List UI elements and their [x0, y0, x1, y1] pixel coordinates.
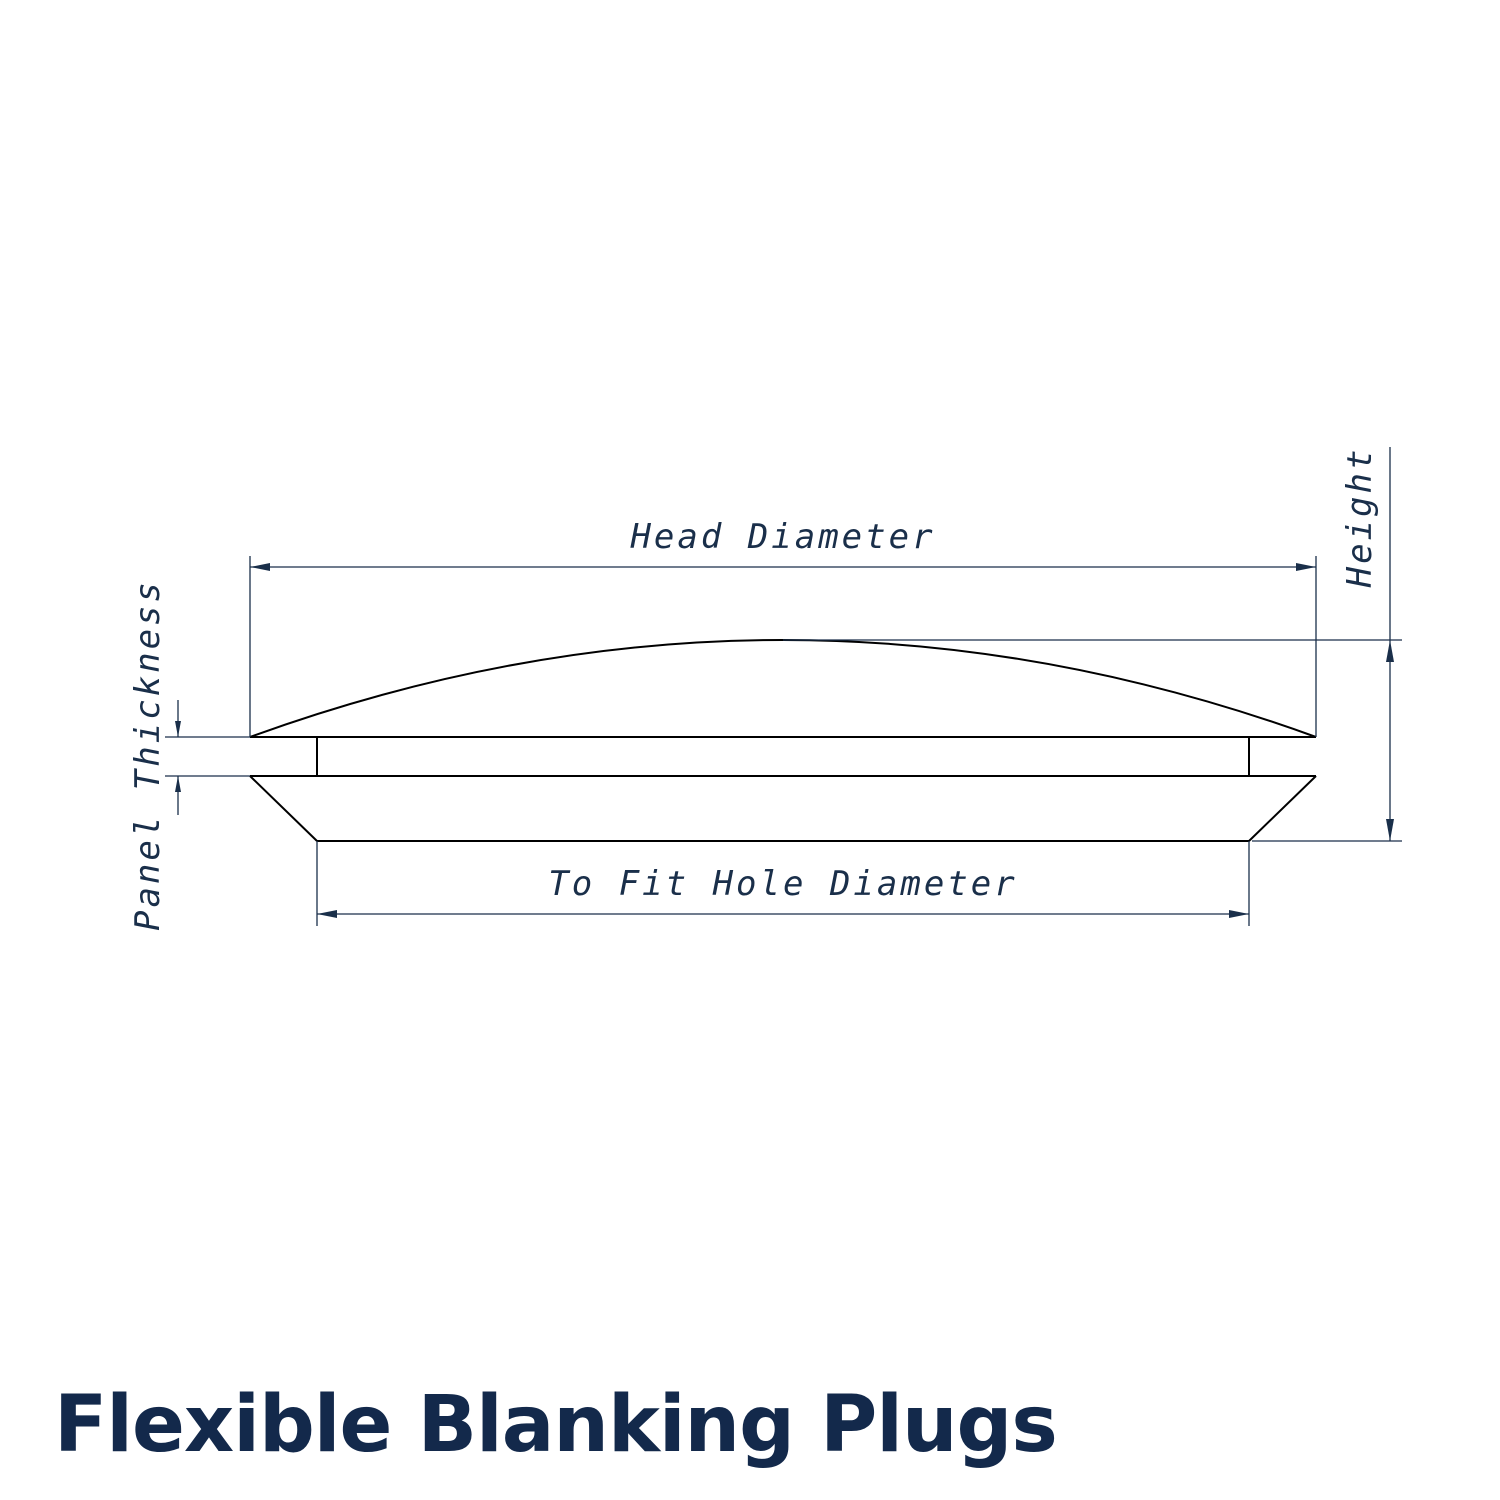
head-diameter-label: Head Diameter — [629, 517, 935, 557]
flange-left-taper — [249, 775, 318, 842]
flange-right-taper — [1248, 775, 1317, 842]
panel-thickness-label: Panel Thickness — [128, 579, 168, 931]
height-dimension: Height — [783, 447, 1402, 842]
panel-thickness-arrow-bottom — [175, 776, 181, 792]
height-arrow-top — [1386, 640, 1394, 662]
head-diameter-arrow-right — [1296, 563, 1316, 571]
page-title: Flexible Blanking Plugs — [54, 1380, 1058, 1470]
plug-outline — [249, 639, 1317, 842]
hole-diameter-arrow-right — [1229, 910, 1249, 918]
height-arrow-bottom — [1386, 819, 1394, 841]
head-diameter-dimension: Head Diameter — [249, 517, 1317, 737]
hole-diameter-arrow-left — [317, 910, 337, 918]
plug-dome-head — [249, 639, 1317, 738]
head-diameter-arrow-left — [250, 563, 270, 571]
panel-thickness-arrow-top — [175, 721, 181, 737]
panel-thickness-dimension: Panel Thickness — [128, 579, 250, 931]
height-label: Height — [1340, 447, 1380, 589]
hole-diameter-label: To Fit Hole Diameter — [548, 864, 1017, 904]
hole-diameter-dimension: To Fit Hole Diameter — [316, 841, 1250, 926]
